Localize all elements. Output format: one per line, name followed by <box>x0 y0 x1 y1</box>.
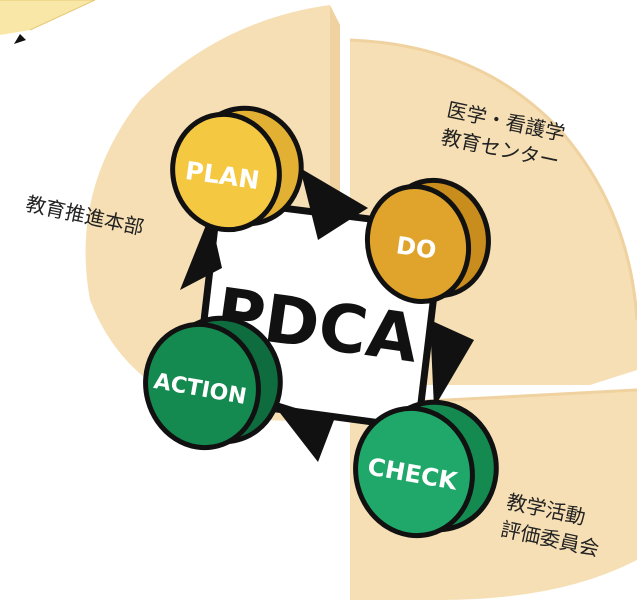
arrow-check-to-action <box>270 400 334 462</box>
check-coin: CHECK <box>353 399 499 539</box>
corner-decoration <box>0 0 96 44</box>
arrow-action-to-plan <box>180 215 222 290</box>
arrow-plan-to-do <box>300 168 368 240</box>
action-coin: ACTION <box>143 315 283 451</box>
do-label: DO <box>394 231 438 264</box>
arrow-do-to-check <box>430 320 474 408</box>
plan-coin: PLAN <box>170 105 304 233</box>
pdca-center-box: PDCA <box>191 196 446 432</box>
do-coin: DO <box>364 177 491 304</box>
